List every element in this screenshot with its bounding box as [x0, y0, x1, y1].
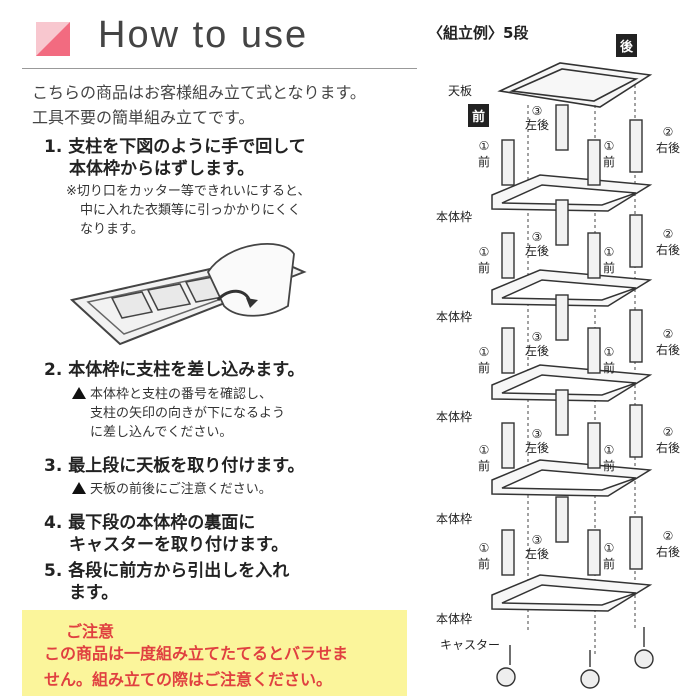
note-line: 支柱の矢印の向きが下になるよう [90, 406, 286, 421]
pillar-removal-illustration [68, 236, 308, 348]
intro-line: こちらの商品はお客様組み立て式となります。 [32, 83, 366, 102]
note-line: に差し込んでください。 [90, 425, 233, 440]
note-line: なります。 [80, 222, 144, 237]
step-2-note: 本体枠と支柱の番号を確認し、 支柱の矢印の向きが下になるよう に差し込んでくださ… [72, 385, 285, 442]
step-text: 本体枠に支柱を差し込みます。 [68, 360, 305, 380]
note-line: 天板の前後にご注意ください。 [90, 482, 272, 497]
step-text: 支柱を下図のように手で回して [68, 137, 306, 157]
diagram-title: 〈組立例〉5段 [428, 24, 529, 42]
step-3-note: 天板の前後にご注意ください。 [72, 480, 272, 499]
step-4: 4. 最下段の本体枠の裏面に キャスターを取り付けます。 [44, 512, 288, 556]
intro-text: こちらの商品はお客様組み立て式となります。 工具不要の簡単組み立てです。 [32, 80, 422, 130]
step-text: キャスターを取り付けます。 [69, 535, 289, 555]
step-3: 3. 最上段に天板を取り付けます。 [44, 455, 305, 477]
step-number: 3. [44, 456, 63, 476]
warning-icon [72, 387, 86, 399]
step-text: 本体枠からはずします。 [69, 159, 255, 179]
note-line: 中に入れた衣類等に引っかかりにくく [80, 203, 301, 218]
step-number: 1. [44, 137, 63, 157]
step-1: 1. 支柱を下図のように手で回して 本体枠からはずします。 [44, 136, 306, 180]
step-text: 各段に前方から引出しを入れ [68, 561, 290, 581]
title-accent-icon [36, 22, 70, 56]
step-text: 最上段に天板を取り付けます。 [68, 456, 305, 476]
warning-icon [72, 482, 86, 494]
step-text: ます。 [69, 583, 119, 603]
intro-line: 工具不要の簡単組み立てです。 [32, 108, 255, 127]
caution-body: この商品は一度組み立てたてるとバラせま せん。組み立ての際はご注意ください。 [44, 641, 404, 693]
step-5: 5. 各段に前方から引出しを入れ ます。 [44, 560, 289, 604]
step-text: 最下段の本体枠の裏面に [68, 513, 256, 533]
title-divider [22, 68, 417, 69]
page-title: How to use [98, 14, 309, 56]
caution-title: ご注意 [66, 622, 115, 641]
note-line: ※切り口をカッター等できれいにすると、 [66, 184, 311, 199]
caution-line: せん。組み立ての際はご注意ください。 [44, 670, 333, 689]
step-number: 4. [44, 513, 63, 533]
back-badge: 後 [616, 34, 638, 57]
step-2: 2. 本体枠に支柱を差し込みます。 [44, 359, 305, 381]
front-badge: 前 [468, 104, 490, 127]
caution-box [22, 610, 407, 696]
step-number: 5. [44, 561, 63, 581]
step-1-note: ※切り口をカッター等できれいにすると、 中に入れた衣類等に引っかかりにくく なり… [66, 182, 311, 239]
caution-line: この商品は一度組み立てたてるとバラせま [44, 644, 349, 663]
top-board-label: 天板 [448, 84, 473, 98]
step-number: 2. [44, 360, 63, 380]
assembly-diagram [491, 62, 654, 689]
note-line: 本体枠と支柱の番号を確認し、 [90, 387, 273, 402]
